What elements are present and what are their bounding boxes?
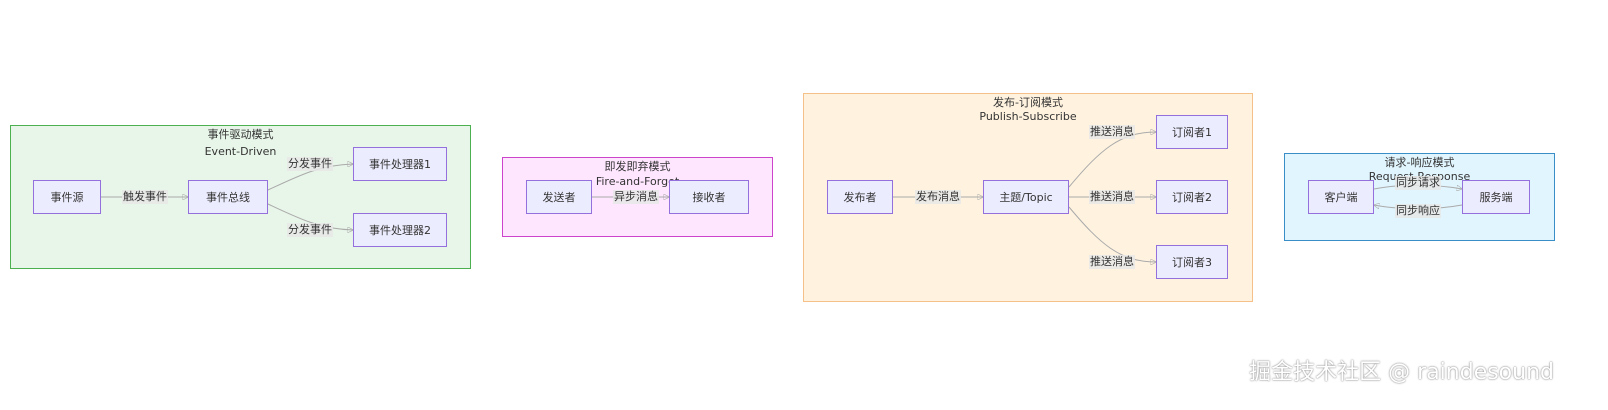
node-event-source: 事件源 <box>33 180 101 214</box>
node-sender: 发送者 <box>526 180 592 214</box>
node-server: 服务端 <box>1462 180 1530 214</box>
node-subscriber-1: 订阅者1 <box>1156 115 1228 149</box>
edge-label-async-message: 异步消息 <box>613 190 659 204</box>
cluster-title-cn: 即发即弃模式 <box>604 160 671 173</box>
node-subscriber-3: 订阅者3 <box>1156 245 1228 279</box>
node-event-handler-2: 事件处理器2 <box>353 213 447 247</box>
edge-topic-to-sub1 <box>1068 132 1156 188</box>
edge-label-push-2: 推送消息 <box>1089 190 1135 204</box>
edge-label-sync-request: 同步请求 <box>1395 176 1441 190</box>
edge-label-sync-response: 同步响应 <box>1395 204 1441 218</box>
edge-label-dispatch-1: 分发事件 <box>287 157 333 171</box>
cluster-title-en: Event-Driven <box>204 145 277 158</box>
node-receiver: 接收者 <box>669 180 749 214</box>
watermark: 掘金技术社区 @ raindesound <box>1249 360 1554 385</box>
node-event-bus: 事件总线 <box>188 180 268 214</box>
edge-label-dispatch-2: 分发事件 <box>287 223 333 237</box>
edge-label-push-3: 推送消息 <box>1089 255 1135 269</box>
cluster-title-en: Fire-and-Forget <box>595 175 680 188</box>
edge-label-publish-message: 发布消息 <box>915 190 961 204</box>
node-client: 客户端 <box>1308 180 1374 214</box>
cluster-title-cn: 发布-订阅模式 <box>993 96 1063 109</box>
node-publisher: 发布者 <box>827 180 893 214</box>
cluster-title-cn: 请求-响应模式 <box>1384 156 1455 169</box>
edge-bus-to-handler1 <box>267 164 353 191</box>
cluster-title-cn: 事件驱动模式 <box>207 128 274 141</box>
edge-bus-to-handler2 <box>267 203 353 230</box>
node-subscriber-2: 订阅者2 <box>1156 180 1228 214</box>
node-topic: 主题/Topic <box>983 180 1069 214</box>
edge-label-push-1: 推送消息 <box>1089 125 1135 139</box>
cluster-title-en: Publish-Subscribe <box>979 110 1077 123</box>
edge-topic-to-sub3 <box>1068 206 1156 262</box>
edge-label-trigger-event: 触发事件 <box>122 190 168 204</box>
node-event-handler-1: 事件处理器1 <box>353 147 447 181</box>
